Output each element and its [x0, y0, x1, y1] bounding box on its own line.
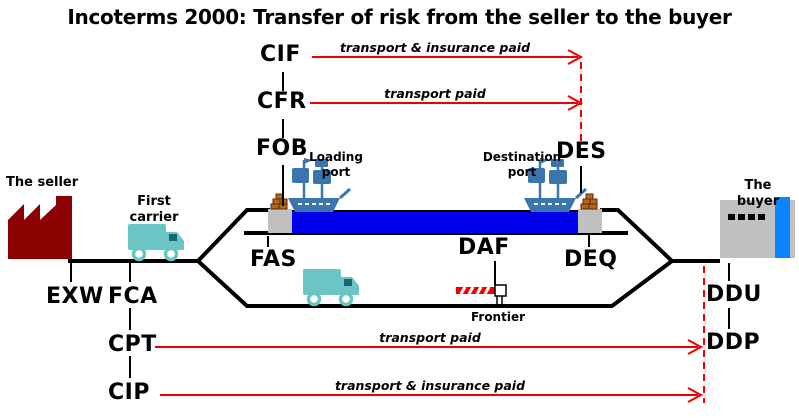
term-cfr: CFR [257, 89, 307, 114]
term-deq: DEQ [564, 247, 618, 272]
frontier-barrier-icon [456, 284, 507, 308]
buyer-building-door [775, 197, 790, 258]
dock-right [578, 209, 602, 233]
term-fca: FCA [108, 284, 158, 309]
first-carrier-label: First carrier [129, 194, 179, 226]
destination-port-label: Destination port [482, 150, 562, 179]
term-ddu: DDU [706, 282, 762, 307]
cfr-arrow-label: transport paid [384, 86, 486, 101]
cip-arrowhead [687, 387, 704, 403]
seller-factory-icon [8, 196, 72, 259]
buyer-building-windows [728, 214, 765, 220]
barrier-stripes [459, 286, 491, 295]
buyer-building-icon [720, 197, 795, 258]
barrier-bar [456, 287, 496, 294]
route-upper-right [600, 208, 674, 263]
term-ddp: DDP [706, 330, 761, 355]
term-exw: EXW [46, 284, 104, 309]
buyer-label: The buyer [736, 178, 780, 210]
term-cif: CIF [260, 42, 301, 67]
route-upper-left [196, 208, 270, 263]
term-fas: FAS [250, 247, 297, 272]
dock-left [268, 209, 292, 233]
connector-ticks [70, 72, 730, 378]
route-lower [196, 259, 674, 308]
cpt-arrow-label: transport paid [379, 330, 481, 345]
term-cip: CIP [108, 380, 150, 405]
term-des: DES [556, 139, 607, 164]
sea [292, 211, 578, 233]
cif-arrow-label: transport & insurance paid [339, 40, 531, 55]
diagram-title: Incoterms 2000: Transfer of risk from th… [67, 5, 732, 29]
barrier-post-head [494, 284, 507, 297]
loading-port-label: Loading port [309, 150, 363, 179]
cif-arrowhead [567, 49, 584, 65]
cargo-bricks-right [580, 193, 598, 210]
risk-arrows [155, 49, 705, 403]
frontier-label: Frontier [470, 310, 526, 324]
seller-label: The seller [6, 175, 79, 190]
cpt-arrowhead [687, 339, 704, 355]
cip-arrow-label: transport & insurance paid [334, 378, 526, 393]
term-fob: FOB [256, 136, 308, 161]
road-truck-icon [301, 267, 361, 307]
term-daf: DAF [458, 235, 510, 260]
cargo-bricks-left [270, 193, 288, 210]
first-carrier-truck-icon [126, 222, 186, 262]
term-cpt: CPT [108, 332, 157, 357]
